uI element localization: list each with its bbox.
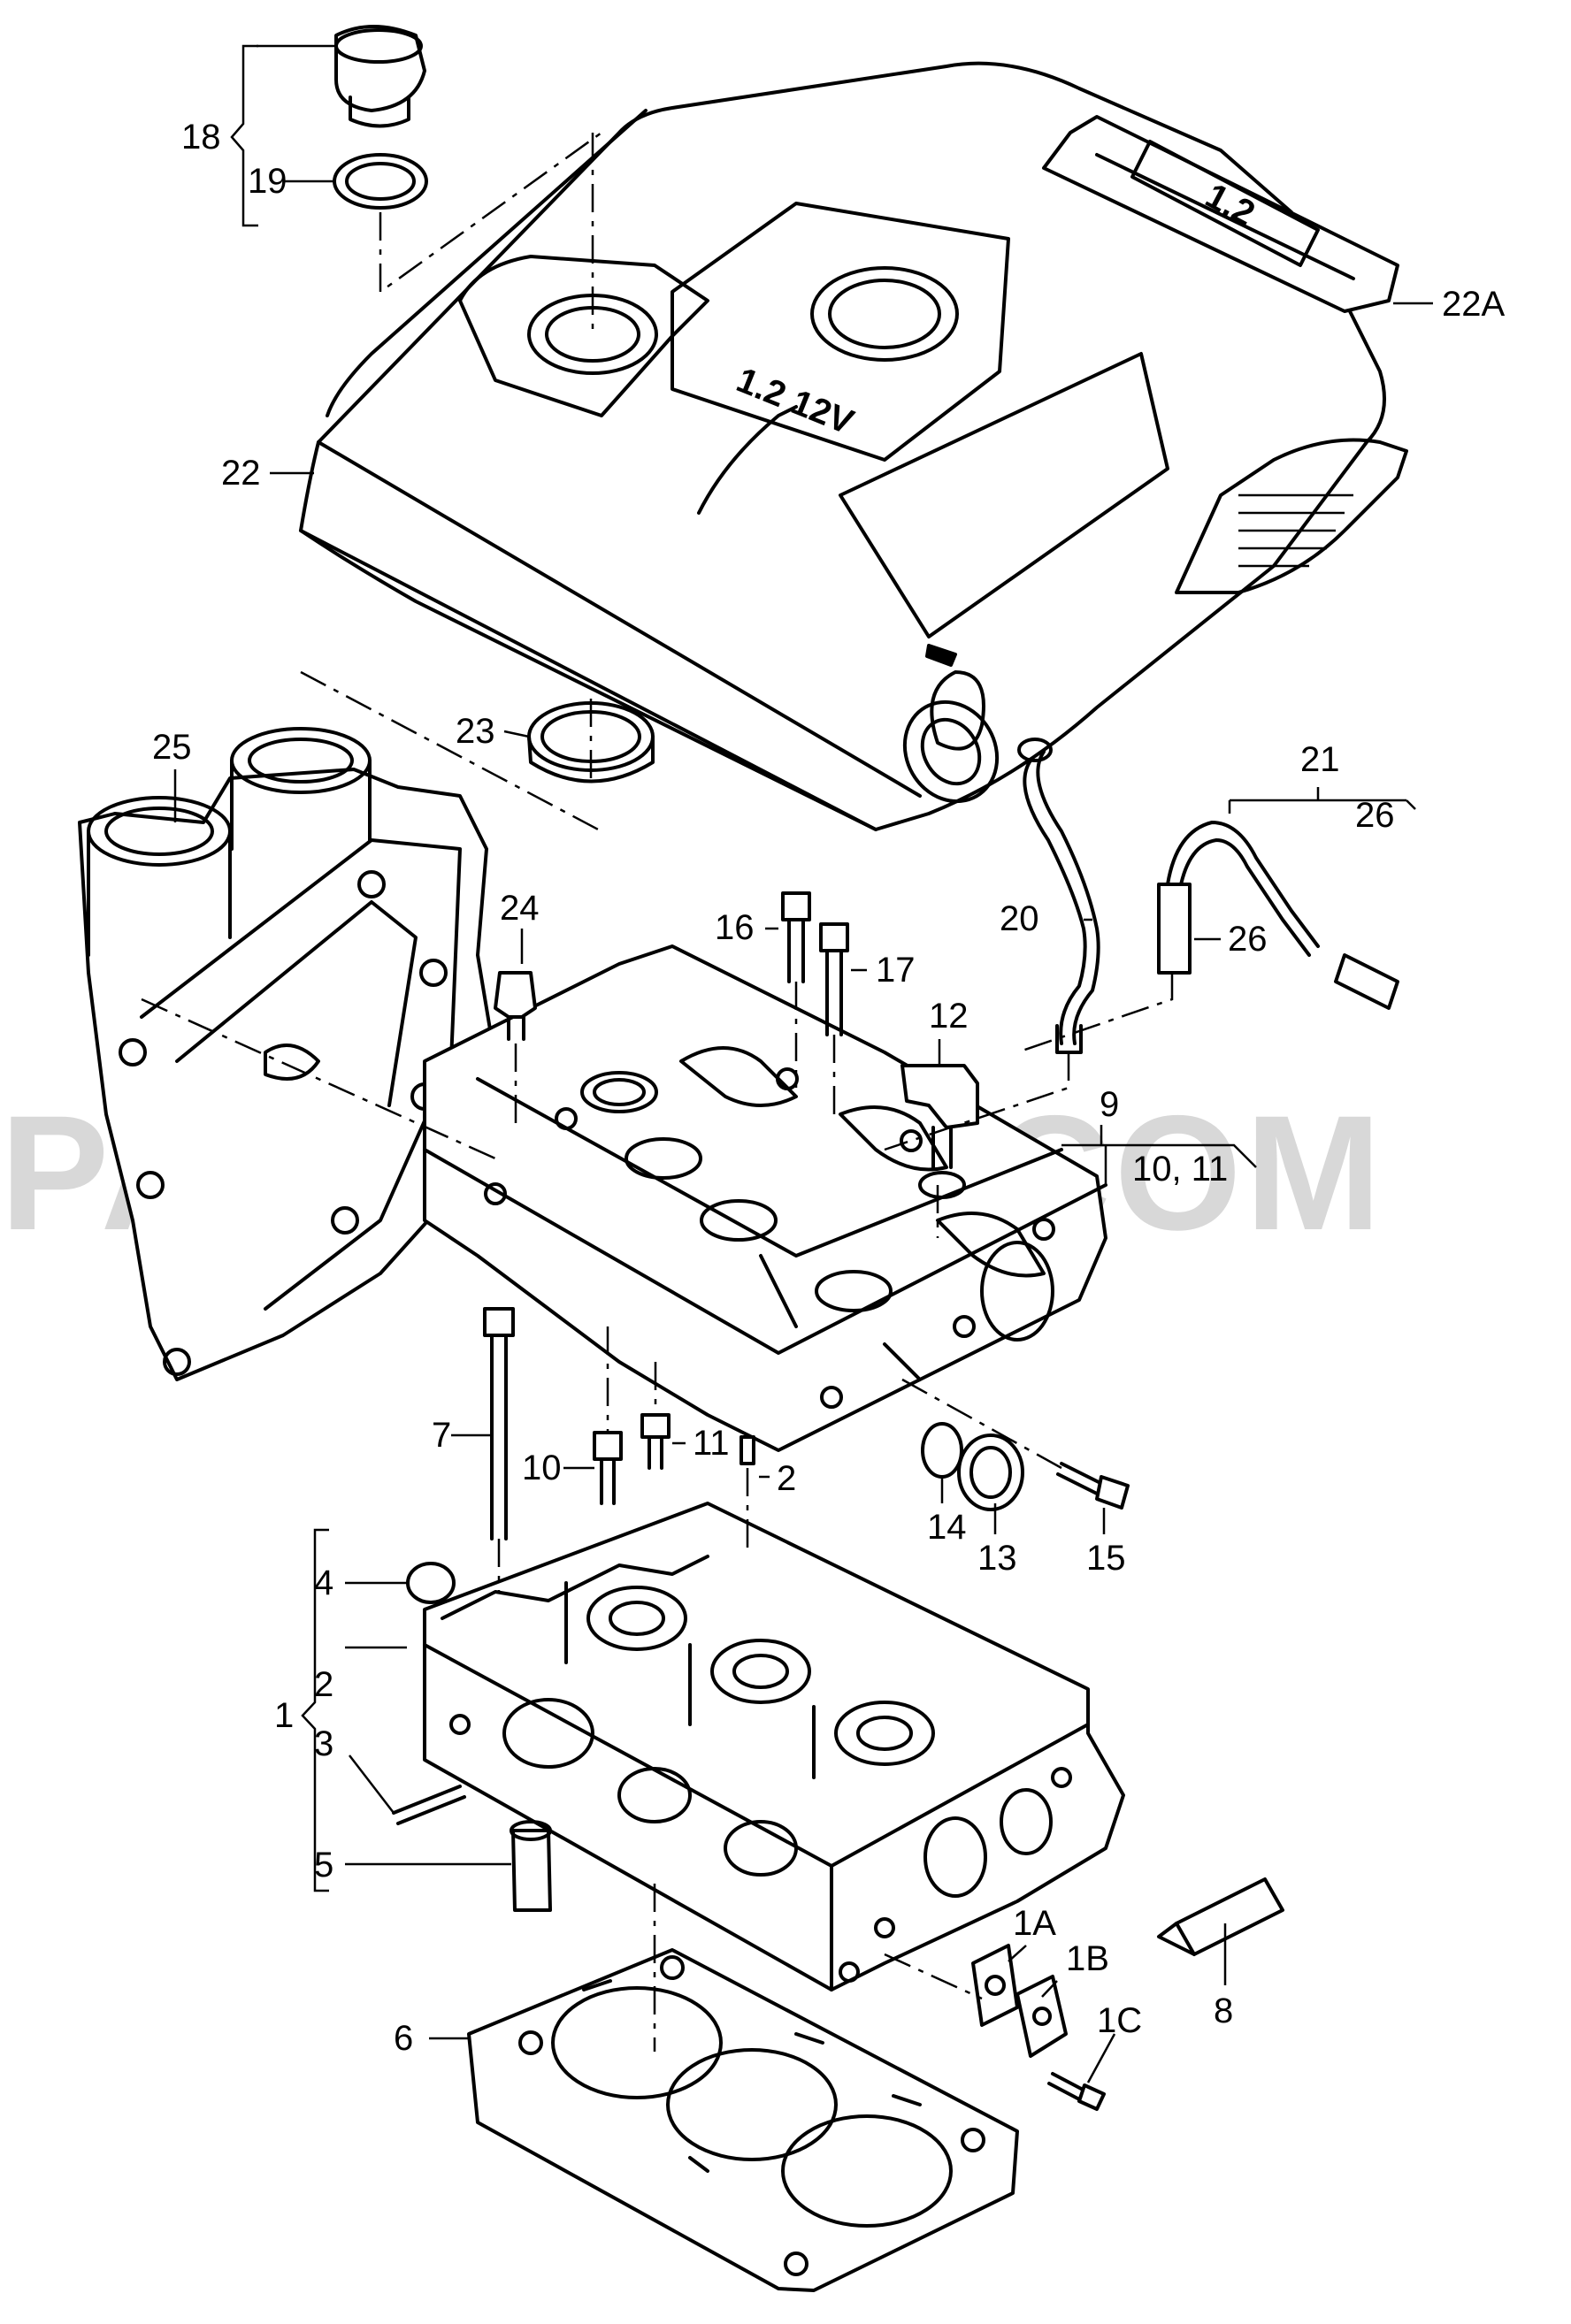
- cap-bolt: [1056, 1462, 1130, 1510]
- callout-10: 10: [522, 1449, 562, 1487]
- leader-lines: [173, 44, 1433, 2083]
- callout-5: 5: [314, 1846, 333, 1884]
- bolt-16: [781, 891, 811, 983]
- callout-21: 21: [1300, 740, 1340, 779]
- callout-3: 3: [314, 1724, 333, 1763]
- callout-8: 8: [1214, 1991, 1233, 2030]
- vent-hose: [1157, 821, 1399, 1010]
- callout-16: 16: [715, 908, 755, 947]
- bolt-17: [819, 922, 849, 1036]
- callout-2: 2: [314, 1665, 333, 1704]
- callout-18: 18: [181, 118, 221, 157]
- callout-17: 17: [876, 951, 916, 990]
- cover-plate-1b: [1015, 1975, 1068, 2058]
- callout-9: 9: [1100, 1085, 1119, 1124]
- head-bolt: [483, 1307, 515, 1540]
- callout-23: 23: [456, 712, 495, 751]
- stud: [392, 1785, 466, 1825]
- guide-sleeve: [510, 1820, 552, 1912]
- callout-1c: 1C: [1097, 2001, 1142, 2040]
- o-ring: [921, 1422, 963, 1479]
- assembly-lines: [141, 131, 1174, 2052]
- gasket-1a: [971, 1944, 1019, 2027]
- callout-26-right: 26: [1355, 796, 1395, 835]
- sensor: [900, 1064, 979, 1199]
- bolt-10: [593, 1431, 623, 1505]
- oil-cap-seal: [333, 153, 428, 210]
- bolt-1c: [1047, 2072, 1106, 2111]
- callout-13: 13: [977, 1539, 1017, 1578]
- end-cap: [957, 1433, 1024, 1511]
- callout-6: 6: [394, 2019, 413, 2058]
- callout-26-left: 26: [1228, 920, 1268, 959]
- callout-14: 14: [927, 1508, 967, 1547]
- callout-1: 1: [274, 1696, 294, 1735]
- callout-1b: 1B: [1066, 1939, 1109, 1978]
- bolt-11: [640, 1413, 671, 1470]
- callout-22: 22: [221, 454, 261, 493]
- callout-20: 20: [1000, 899, 1039, 938]
- cover-badge: 1.2: [1042, 115, 1399, 313]
- sealant-tube: [1157, 1877, 1284, 1956]
- callout-24: 24: [500, 889, 540, 928]
- callout-11: 11: [693, 1424, 730, 1463]
- cylinder-head: [423, 1502, 1125, 1991]
- callout-25: 25: [152, 728, 192, 767]
- cylinder-head-gasket: [467, 1948, 1019, 2292]
- oil-filler-neck: [494, 971, 537, 1041]
- timing-housing: [78, 727, 497, 1381]
- camshaft-housing: [423, 944, 1107, 1452]
- callout-19: 19: [248, 162, 287, 201]
- callout-7: 7: [432, 1416, 451, 1455]
- callout-2-dowel: 2: [777, 1459, 796, 1498]
- callout-22a: 22A: [1442, 285, 1505, 324]
- oil-filler-cap: [334, 25, 426, 128]
- callout-4: 4: [314, 1563, 333, 1602]
- callout-labels: 18 19 22 22A 23 25 24 16 17 12 20 26 21 …: [152, 118, 1505, 2058]
- callout-12: 12: [929, 997, 969, 1036]
- callout-15: 15: [1086, 1539, 1126, 1578]
- callout-1a: 1A: [1013, 1904, 1056, 1943]
- breather-hose: [1017, 738, 1100, 1054]
- callout-10-11: 10, 11: [1132, 1150, 1228, 1189]
- sealing-plug: [406, 1562, 456, 1604]
- dowel-pin: [740, 1435, 755, 1465]
